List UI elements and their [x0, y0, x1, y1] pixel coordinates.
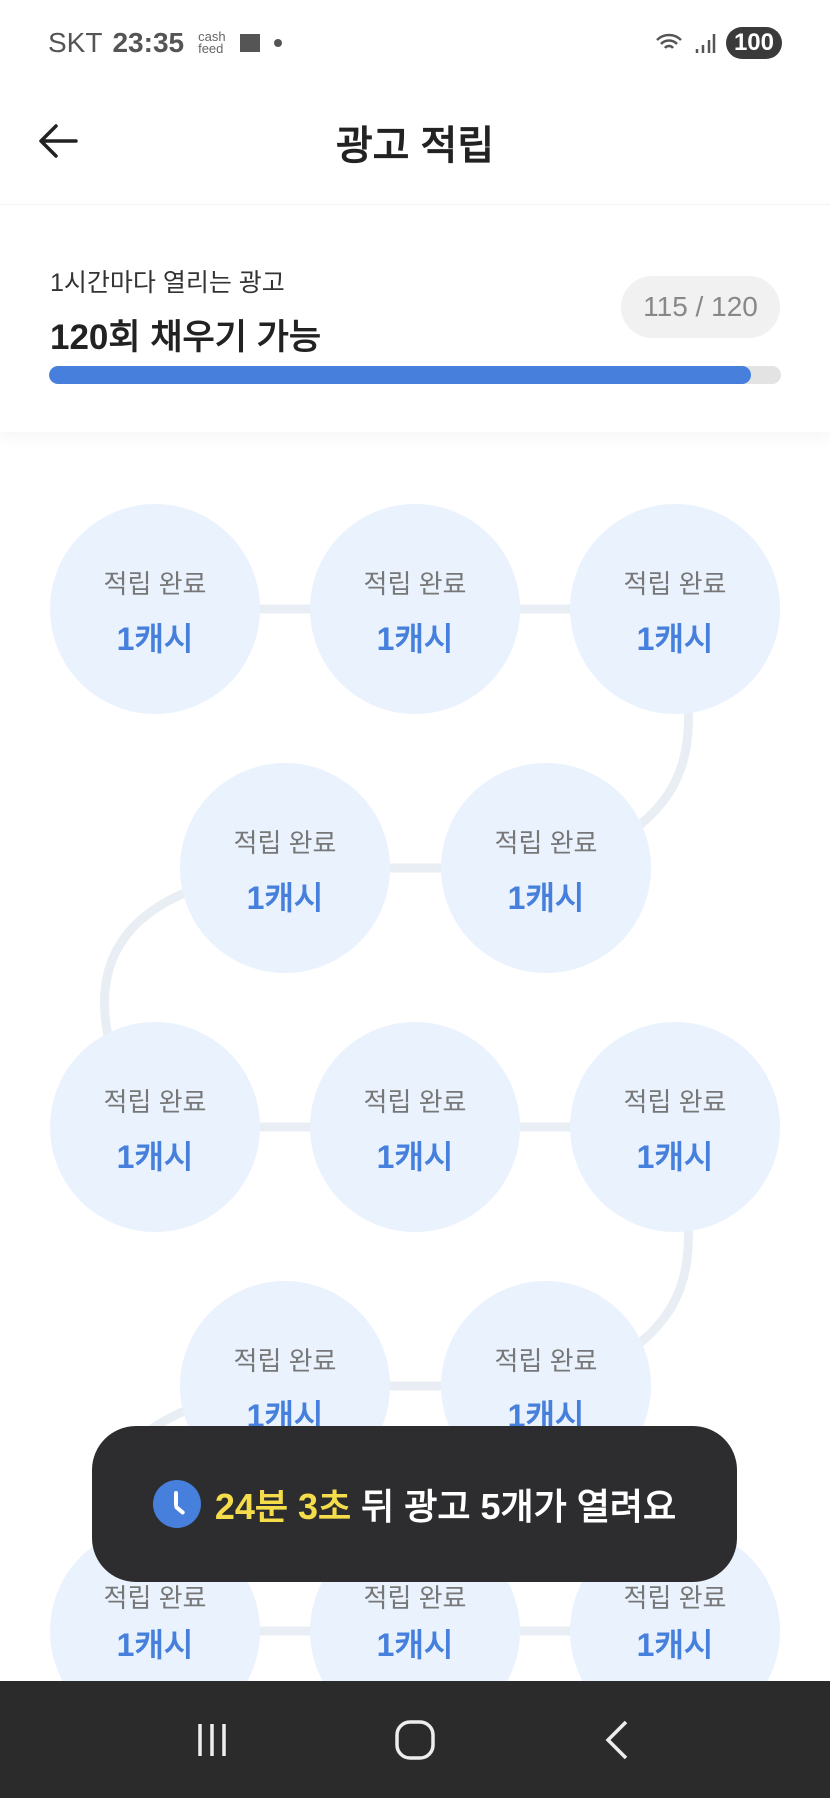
- countdown-time: 24분 3초: [214, 1486, 352, 1527]
- node-reward: 1캐시: [376, 621, 454, 657]
- home-icon: [395, 1719, 435, 1760]
- progress-fill: [49, 366, 751, 384]
- system-back-button[interactable]: [578, 1700, 658, 1780]
- wifi-icon: [656, 33, 682, 49]
- back-button[interactable]: [34, 116, 84, 166]
- node-reward: 1캐시: [636, 1627, 714, 1663]
- reward-node[interactable]: 적립 완료 1캐시: [50, 504, 260, 714]
- carrier: SKT: [48, 27, 103, 58]
- chevron-left-icon: [605, 1720, 628, 1759]
- node-reward: 1캐시: [636, 621, 714, 657]
- next-ads-toast: 24분 3초 뒤 광고 5개가 열려요: [92, 1426, 737, 1582]
- count-badge: 115 / 120: [621, 276, 780, 338]
- node-status: 적립 완료: [103, 1087, 207, 1117]
- node-reward: 1캐시: [246, 880, 324, 916]
- reward-node[interactable]: 적립 완료 1캐시: [570, 504, 780, 714]
- recent-apps-button[interactable]: [172, 1700, 252, 1780]
- node-status: 적립 완료: [233, 1346, 337, 1376]
- dot-icon: [274, 39, 283, 47]
- system-nav-bar: [0, 1681, 830, 1798]
- recent-apps-icon: [197, 1723, 226, 1756]
- node-status: 적립 완료: [623, 1583, 727, 1613]
- node-reward: 1캐시: [116, 1139, 194, 1175]
- cashfeed-notification-icon: cash feed: [198, 29, 226, 56]
- progress-bar: [49, 366, 781, 384]
- node-status: 적립 완료: [103, 569, 207, 599]
- status-bar: SKT 23:35 cash feed 100: [0, 0, 830, 86]
- node-status: 적립 완료: [233, 828, 337, 858]
- app-header: 광고 적립: [0, 86, 830, 198]
- reward-node[interactable]: 적립 완료 1캐시: [50, 1022, 260, 1232]
- node-status: 적립 완료: [623, 1087, 727, 1117]
- node-reward: 1캐시: [376, 1139, 454, 1175]
- node-status: 적립 완료: [363, 1583, 467, 1613]
- node-status: 적립 완료: [103, 1583, 207, 1613]
- reward-node[interactable]: 적립 완료 1캐시: [180, 763, 390, 973]
- node-status: 적립 완료: [623, 569, 727, 599]
- battery-indicator: 100: [725, 27, 782, 59]
- notification-icon: [240, 34, 261, 52]
- node-reward: 1캐시: [636, 1139, 714, 1175]
- path-segment: [100, 882, 202, 1054]
- arrow-left-icon: [39, 124, 78, 158]
- node-status: 적립 완료: [363, 569, 467, 599]
- node-reward: 1캐시: [116, 1627, 194, 1663]
- node-reward: 1캐시: [116, 621, 194, 657]
- node-status: 적립 완료: [494, 828, 598, 858]
- node-status: 적립 완료: [363, 1087, 467, 1117]
- clock-icon: [152, 1480, 201, 1528]
- page-title: 광고 적립: [335, 124, 495, 168]
- reward-node[interactable]: 적립 완료 1캐시: [570, 1022, 780, 1232]
- reward-node[interactable]: 적립 완료 1캐시: [310, 1022, 520, 1232]
- reward-node[interactable]: 적립 완료 1캐시: [441, 763, 651, 973]
- node-reward: 1캐시: [507, 880, 585, 916]
- summary-card: 1시간마다 열리는 광고 120회 채우기 가능 115 / 120: [0, 204, 830, 432]
- summary-headline: 120회 채우기 가능: [50, 318, 322, 357]
- reward-node[interactable]: 적립 완료 1캐시: [310, 504, 520, 714]
- signal-icon: [695, 34, 716, 53]
- home-button[interactable]: [375, 1700, 455, 1780]
- node-reward: 1캐시: [376, 1627, 454, 1663]
- toast-message: 뒤 광고 5개가 열려요: [361, 1486, 677, 1527]
- node-status: 적립 완료: [494, 1346, 598, 1376]
- clock-time: 23:35: [112, 27, 185, 58]
- summary-subtitle: 1시간마다 열리는 광고: [50, 269, 285, 297]
